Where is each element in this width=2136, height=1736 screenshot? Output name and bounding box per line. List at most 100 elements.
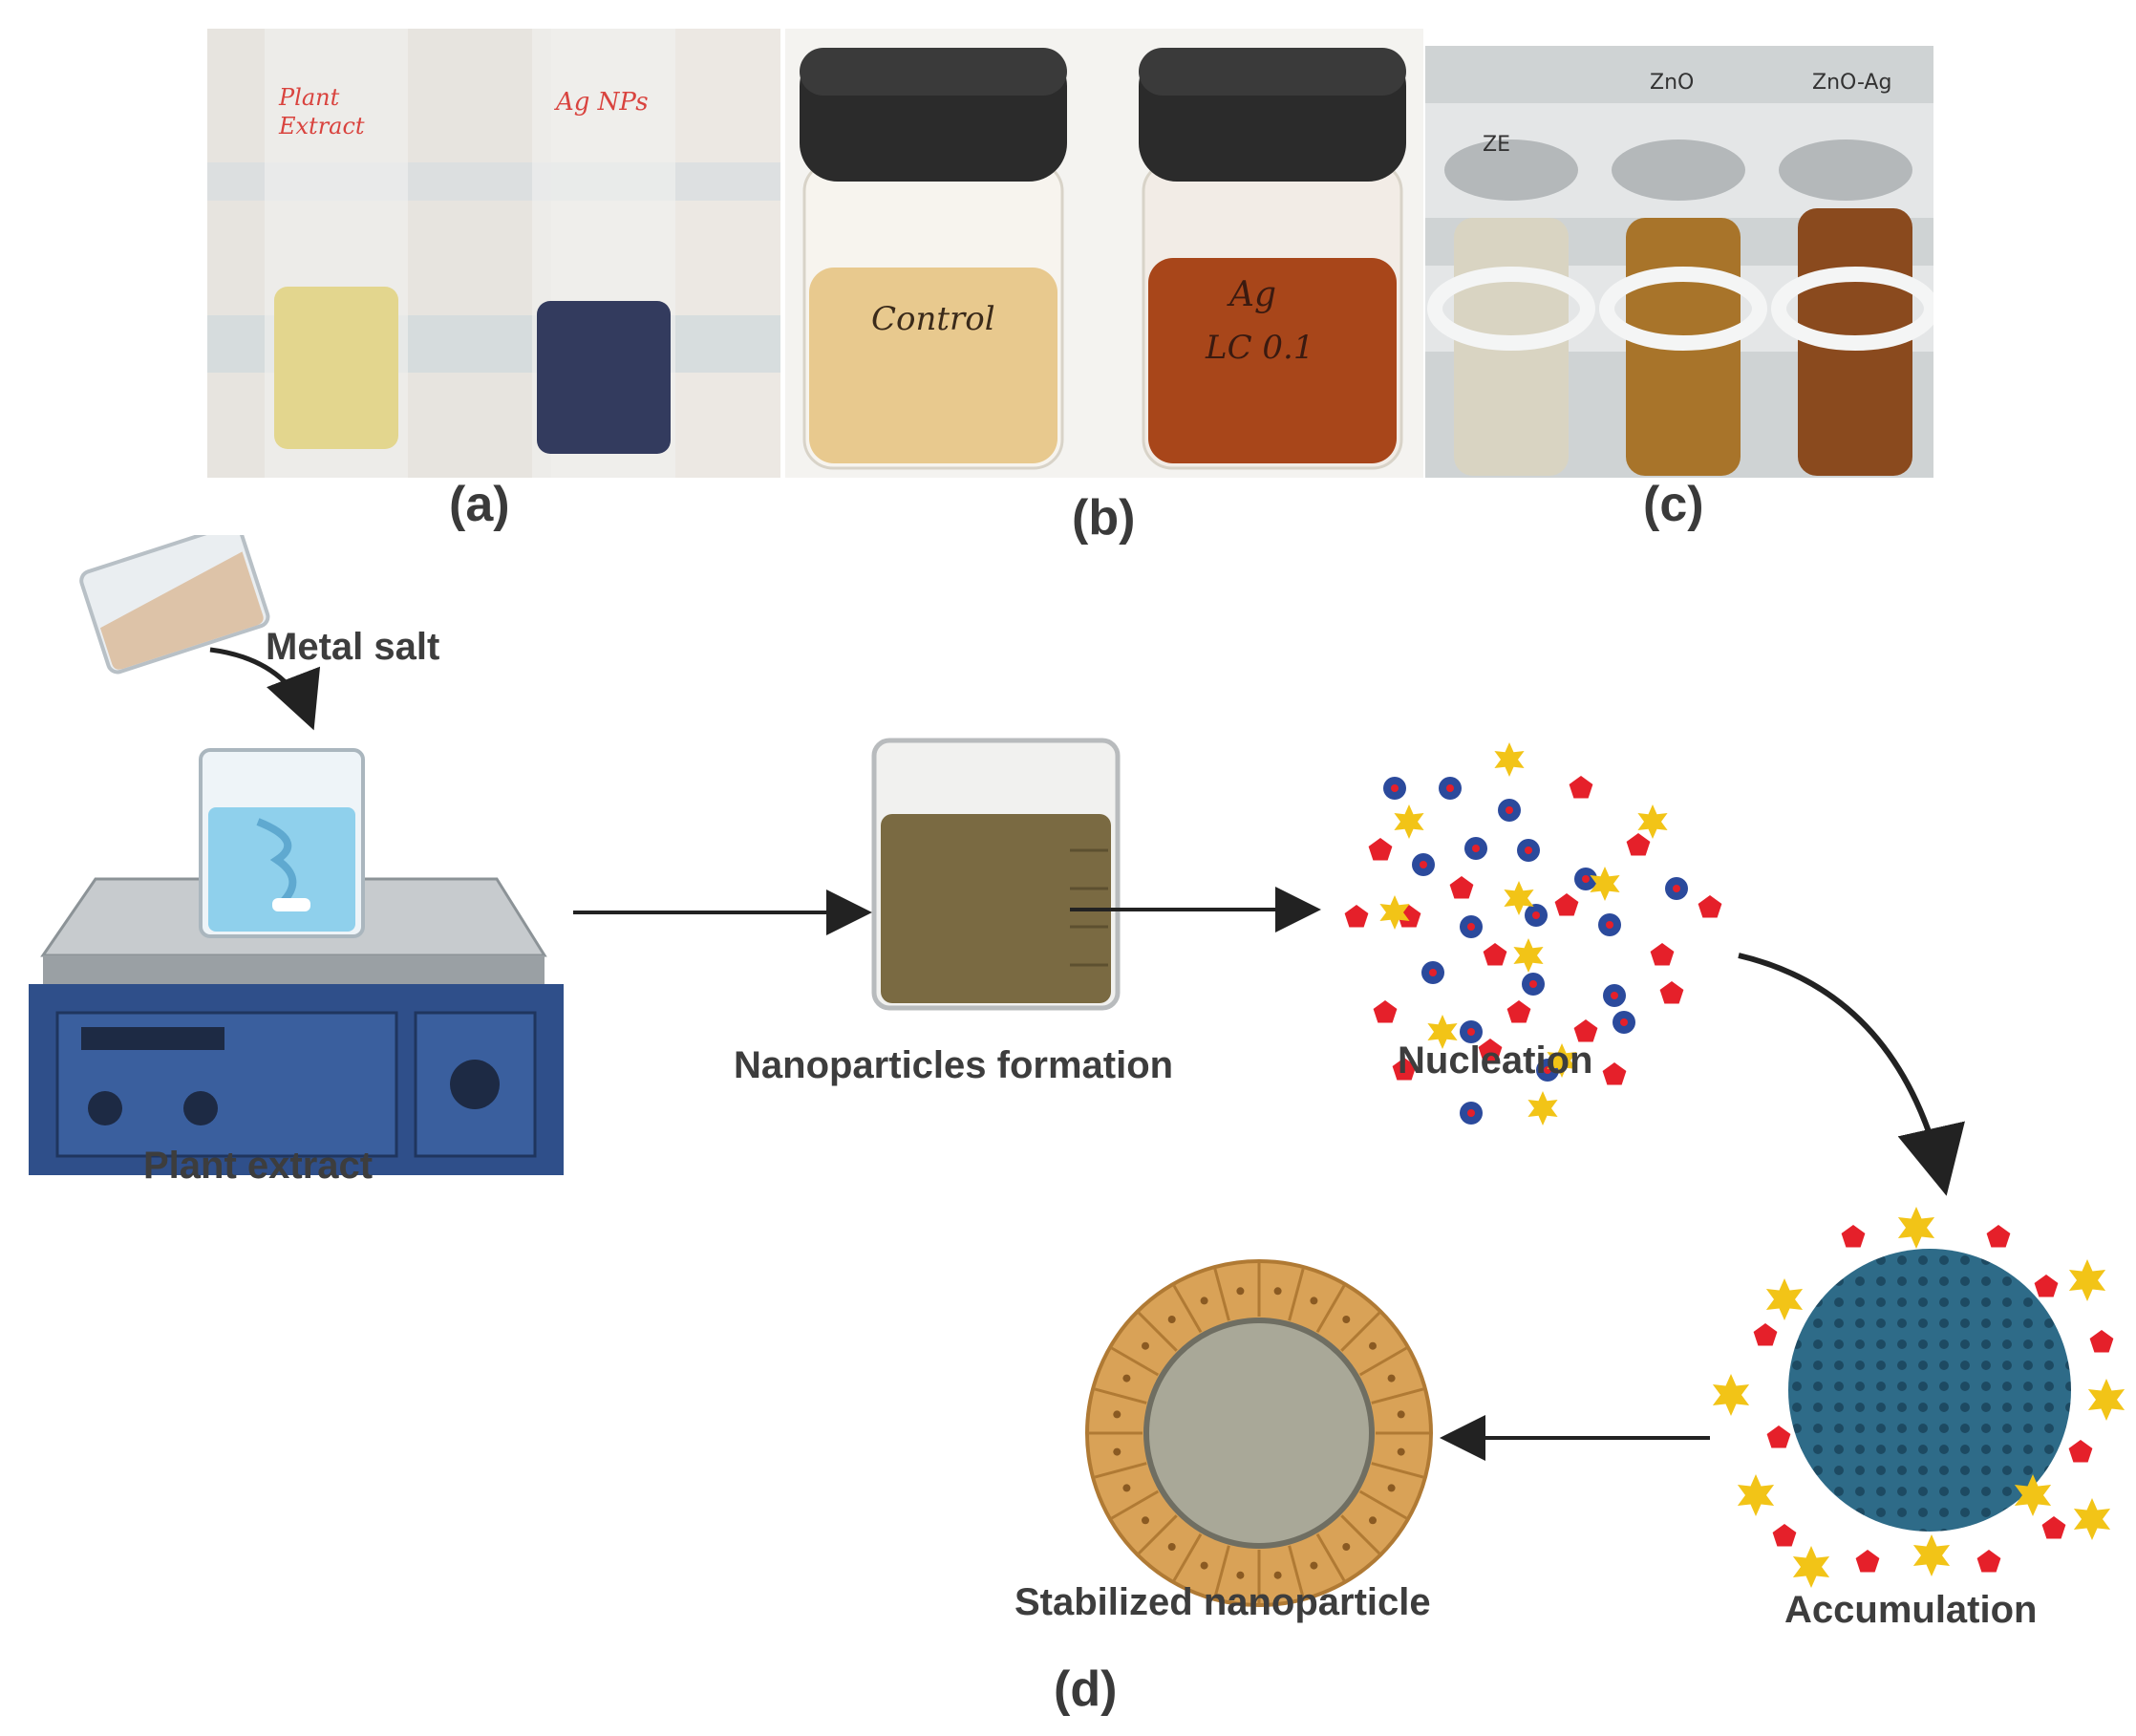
blue-ion-core [1606,921,1613,929]
plant-extract-beaker [199,748,365,938]
star-particle [1637,804,1668,839]
shell-dot [1236,1287,1245,1296]
formation-beaker [871,738,1121,1011]
svg-text:LC 0.1: LC 0.1 [1205,329,1314,367]
stir-bar [272,898,310,911]
shell-dot [1369,1341,1377,1350]
shell-dot [1113,1447,1121,1456]
blue-ion-core [1506,806,1513,814]
red-ion [1698,895,1722,918]
panel-label-d: (d) [1054,1661,1118,1717]
blue-ion-core [1467,1109,1475,1117]
photo-panel-c: ZE ZnO ZnO-Ag [1425,46,1933,478]
shell-dot [1236,1571,1245,1579]
accum-star [2014,1474,2052,1516]
svg-text:Ag: Ag [1227,275,1276,314]
accum-red-ion [1855,1550,1880,1573]
accum-star [1765,1278,1804,1320]
accum-star [2068,1259,2106,1301]
red-ion [1478,1039,1503,1061]
accum-red-ion [2068,1440,2093,1463]
red-ion [1569,776,1593,799]
shell-segment [1172,1285,1203,1334]
shell-dot [1200,1561,1208,1570]
blue-ion-core [1467,1028,1475,1036]
shell-segment [1358,1346,1407,1377]
photo-panel-a: Plant Extract Ag NPs [207,29,780,478]
shell-dot [1113,1410,1121,1419]
accum-red-ion [2034,1275,2059,1297]
star-particle [1504,881,1534,915]
label-metal-salt: Metal salt [266,626,440,668]
arrow-to-accumulation [1738,953,1965,1196]
star-particle [1394,804,1424,839]
red-ion [1573,1019,1598,1042]
blue-ion-core [1420,861,1427,868]
red-ion [1626,833,1651,856]
blue-ion-core [1446,784,1454,792]
accumulation-particle [1788,1249,2071,1532]
shell-dot [1310,1561,1318,1570]
shell-dot [1167,1543,1176,1551]
blue-ion-core [1582,875,1590,883]
shell-segment [1288,1545,1305,1598]
shell-dot [1122,1374,1131,1382]
panel-label-c: (c) [1643,477,1704,532]
shell-dot [1142,1341,1149,1350]
shell-dot [1387,1374,1396,1382]
accum-red-ion [1772,1524,1797,1547]
red-ion [1344,905,1369,928]
shell-segment [1371,1387,1424,1404]
photo-panel-b: Control Ag LC 0.1 [785,29,1423,478]
svg-text:ZnO-Ag: ZnO-Ag [1812,71,1891,95]
ag-solution [1148,258,1397,463]
star-particle [1494,742,1525,777]
shell-dot [1273,1571,1282,1579]
shell-segment [1213,1545,1230,1598]
nucleation-cluster [1344,742,1722,1125]
label-plant-extract: Plant extract [143,1145,374,1187]
shell-segment [1288,1268,1305,1321]
shell-segment [1340,1514,1380,1554]
shell-dot [1397,1410,1405,1419]
red-ion [1506,1000,1531,1023]
blue-ion-core [1429,969,1437,976]
blue-ion-core [1472,845,1480,852]
knob [450,1060,500,1109]
shell-segment [1371,1462,1424,1479]
shell-dot [1167,1316,1176,1323]
extract-solution [274,287,398,449]
accum-star [1792,1546,1830,1588]
shell-dot [1369,1516,1377,1525]
shell-segment [1094,1387,1147,1404]
blue-ion-core [1525,847,1532,854]
label-stabilized-nanoparticle: Stabilized nanoparticle [1015,1581,1431,1623]
shell-segment [1172,1532,1203,1581]
blue-ion-core [1529,980,1537,988]
accumulation-ions [1712,1207,2125,1588]
accum-star [2073,1498,2111,1540]
shell-dot [1397,1447,1405,1456]
brown-solution [881,814,1111,1003]
nanoparticle-solution [537,301,671,454]
star-particle [1513,938,1544,973]
accum-red-ion [2041,1516,2066,1539]
accum-star [1897,1207,1935,1249]
knob [88,1091,122,1125]
shell-dot [1142,1516,1149,1525]
shell-segment [1138,1312,1178,1352]
shell-dot [1310,1297,1318,1305]
red-ion [1483,943,1507,966]
blue-ion-core [1611,992,1618,999]
shell-dot [1387,1484,1396,1492]
knob [183,1091,218,1125]
shell-segments [1089,1263,1429,1603]
red-ion [1659,981,1684,1004]
blue-ion-core [1673,885,1680,892]
accum-red-ion [1753,1323,1778,1346]
accum-star [1737,1474,1775,1516]
star-particle [1590,867,1620,901]
label-nucleation: Nucleation [1398,1039,1593,1082]
shell-dot [1342,1316,1351,1323]
star-particle [1379,895,1410,930]
